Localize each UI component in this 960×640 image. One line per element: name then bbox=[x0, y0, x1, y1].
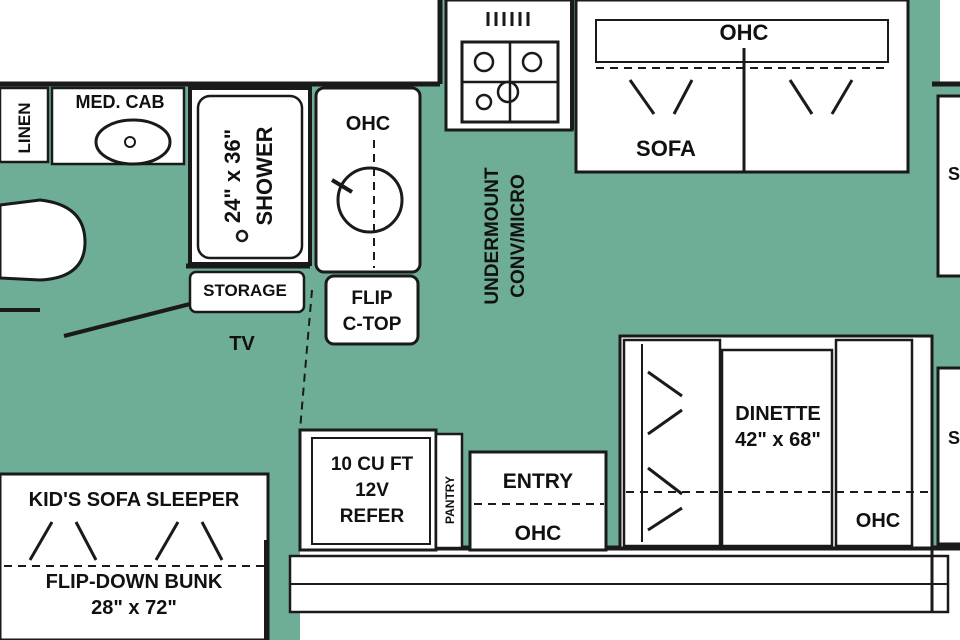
refer-line-2: 12V bbox=[355, 480, 389, 501]
sink-drain bbox=[124, 136, 136, 148]
storage-label: STORAGE bbox=[203, 281, 287, 300]
med-cab-label: MED. CAB bbox=[76, 92, 165, 112]
dinette-bench-left bbox=[622, 338, 722, 548]
galley-sink-icon bbox=[336, 166, 404, 234]
bath-door bbox=[63, 302, 191, 338]
refer-line-3: REFER bbox=[340, 506, 405, 527]
faucet-icon bbox=[330, 178, 354, 194]
sofa-label: SOFA bbox=[636, 136, 696, 161]
vent-icon bbox=[486, 12, 530, 26]
bunk-size-label: 28" x 72" bbox=[91, 597, 177, 619]
pantry-cabinet bbox=[434, 432, 464, 550]
kids-sofa-label: KID'S SOFA SLEEPER bbox=[29, 489, 240, 511]
ctop-label: C-TOP bbox=[343, 314, 402, 335]
dinette-hinges bbox=[647, 370, 683, 532]
side-cabinet-upper bbox=[936, 94, 960, 278]
entry-label: ENTRY bbox=[503, 470, 573, 493]
ohc-bath-label: OHC bbox=[346, 113, 390, 135]
sofa-back bbox=[595, 19, 889, 63]
flip-ctop bbox=[324, 274, 420, 346]
bunk-hinges bbox=[28, 521, 224, 561]
side-cabinet-lower bbox=[936, 366, 960, 546]
burner-grate bbox=[462, 42, 558, 122]
dinette-bench-right bbox=[834, 338, 914, 548]
side-s1-label: S bbox=[948, 164, 960, 184]
tv-swing bbox=[299, 289, 313, 431]
pantry-label: PANTRY bbox=[443, 476, 457, 524]
shower-pan bbox=[196, 94, 304, 260]
toilet-icon bbox=[0, 198, 87, 282]
sink-icon bbox=[94, 118, 172, 166]
ohc-entry-label: OHC bbox=[515, 522, 562, 545]
conv-micro-label: CONV/MICRO bbox=[508, 174, 529, 298]
shower-size-label: 24" x 36" bbox=[220, 129, 245, 223]
sofa-hinges bbox=[628, 79, 854, 115]
flip-label: FLIP bbox=[351, 288, 392, 309]
dinette-table bbox=[720, 348, 834, 548]
shower-label: SHOWER bbox=[252, 126, 277, 225]
shower-drain-icon bbox=[235, 229, 249, 243]
side-s2-label: S bbox=[948, 428, 960, 448]
dinette-label: DINETTE bbox=[735, 403, 821, 425]
ohc-dinette-label: OHC bbox=[856, 510, 900, 532]
undermount-label: UNDERMOUNT bbox=[482, 167, 503, 305]
entry-cabinet bbox=[468, 450, 608, 552]
linen-cabinet bbox=[0, 86, 50, 164]
refrigerator-inner bbox=[311, 437, 431, 545]
refer-line-1: 10 CU FT bbox=[331, 454, 414, 475]
flip-bunk-label: FLIP-DOWN BUNK bbox=[46, 571, 223, 593]
linen-label: LINEN bbox=[15, 103, 34, 154]
ohc-sofa-label: OHC bbox=[720, 20, 769, 45]
storage-cabinet bbox=[188, 270, 306, 314]
tv-label: TV bbox=[229, 333, 255, 355]
dinette-size-label: 42" x 68" bbox=[735, 429, 821, 451]
